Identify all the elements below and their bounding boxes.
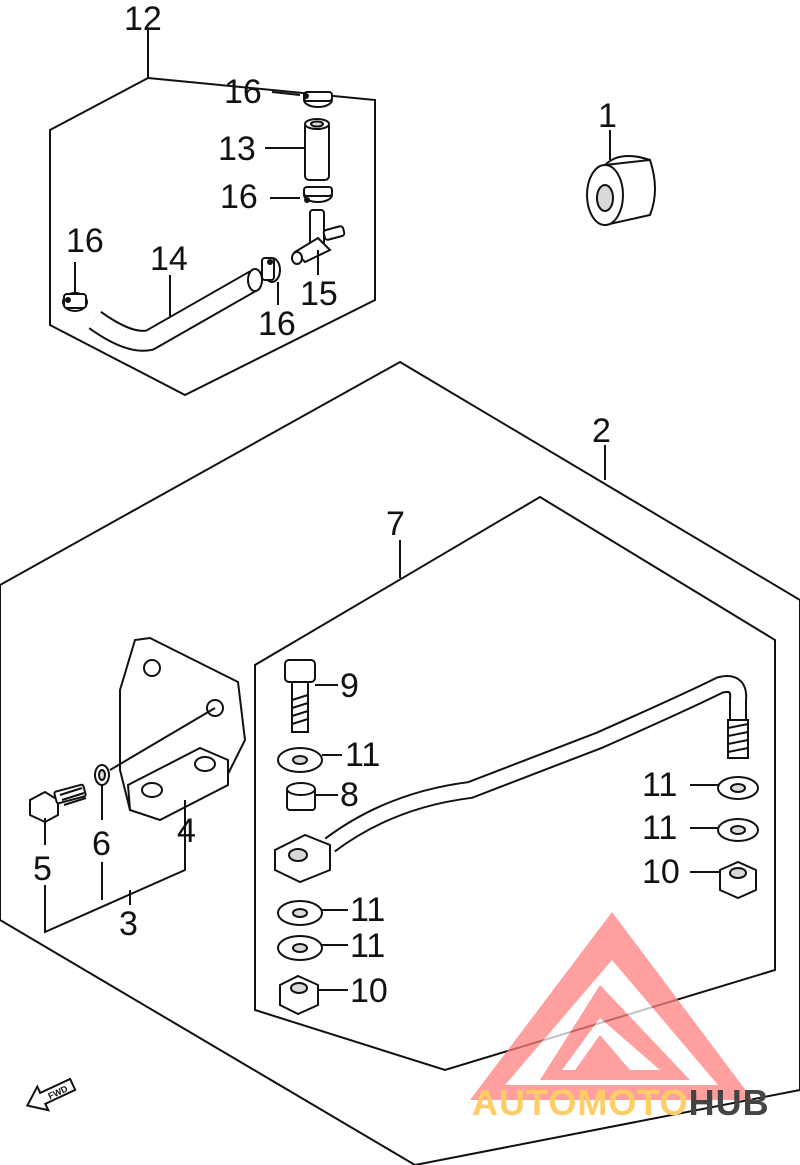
callout-16-middle: 16: [220, 178, 258, 216]
washer-part-11-b: [277, 900, 323, 926]
callout-10-right: 10: [642, 853, 680, 891]
group-12-outline: [49, 76, 376, 397]
clamp-part-16-lower: [261, 257, 281, 283]
tee-joint-part-15: [291, 209, 346, 265]
bracket-part-4: [119, 636, 247, 822]
callout-15: 15: [300, 275, 338, 313]
clamp-part-16-left: [62, 292, 88, 312]
callout-14: 14: [150, 240, 188, 278]
pin-line: [109, 707, 216, 771]
washer-part-11-a: [277, 747, 323, 773]
callout-13: 13: [218, 130, 256, 168]
callout-9: 9: [340, 667, 359, 705]
hose-part-13: [304, 118, 330, 181]
nut-part-10-bottom: [279, 974, 319, 1016]
bolt-part-5: [29, 783, 87, 824]
callout-12: 12: [124, 0, 162, 38]
bolt-part-9: [284, 659, 316, 733]
callout-16-lower: 16: [258, 305, 296, 343]
washer-part-11-c: [277, 935, 323, 961]
washer-part-11-d: [717, 776, 759, 800]
callout-6: 6: [92, 825, 111, 863]
callout-11-e: 11: [642, 809, 677, 847]
callout-11-d: 11: [642, 766, 677, 804]
callout-7: 7: [386, 505, 405, 543]
callout-3: 3: [119, 905, 138, 943]
watermark-part2: HUB: [689, 1082, 770, 1123]
callout-5: 5: [33, 850, 52, 888]
callout-11-b: 11: [350, 891, 385, 929]
clamp-part-16-middle: [303, 186, 333, 203]
leader-3-bracket: [44, 850, 186, 934]
callout-11-a: 11: [345, 736, 380, 774]
rod-part-7: [274, 675, 749, 884]
callout-2: 2: [592, 412, 611, 450]
callout-8: 8: [340, 776, 359, 814]
callout-1: 1: [598, 97, 617, 135]
automotohub-logo: [470, 912, 753, 1100]
watermark-brand: AUTOMOTOHUB: [472, 1082, 770, 1123]
clamp-part-16-top: [303, 91, 333, 108]
washer-part-6: [94, 764, 110, 786]
grommet-part-1: [586, 155, 656, 227]
hose-part-14: [88, 268, 263, 352]
callout-4: 4: [177, 812, 196, 850]
fwd-arrow-icon: FWD: [25, 1077, 77, 1112]
leader-16-top: [271, 91, 301, 96]
watermark-part1: AUTOMOTO: [472, 1082, 689, 1123]
washer-part-11-e: [717, 818, 759, 842]
collar-part-8: [286, 782, 316, 811]
callout-10-bottom: 10: [350, 972, 388, 1010]
callout-11-c: 11: [350, 927, 385, 965]
callout-16-top: 16: [224, 73, 262, 111]
group-7-outline: [254, 495, 776, 1072]
nut-part-10-right: [719, 860, 757, 900]
callout-16-left: 16: [66, 222, 104, 260]
